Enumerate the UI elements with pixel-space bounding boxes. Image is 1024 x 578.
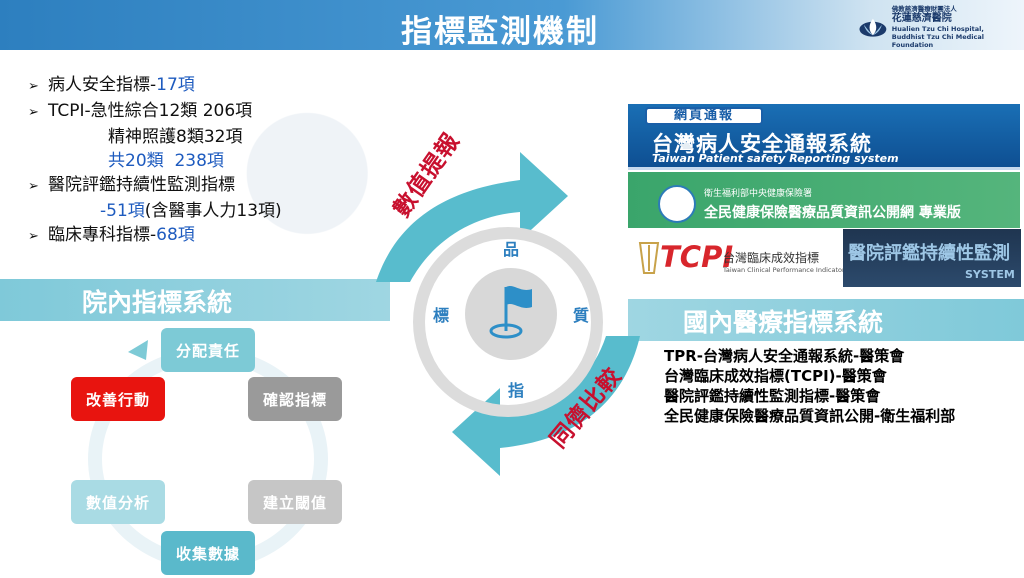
tpr-subtitle: Taiwan Patient safety Reporting system (652, 152, 899, 165)
char-quality-top: 品 (503, 240, 520, 259)
logo-line3: Hualien Tzu Chi Hospital, (891, 25, 984, 34)
hospital-logo: 佛教慈濟醫療財團法人 花蓮慈濟醫院 Hualien Tzu Chi Hospit… (858, 4, 993, 50)
upper-curved-arrow (376, 152, 568, 282)
bullet-clinical: ➢ 臨床專科指標-68項 (28, 223, 282, 249)
char-quality-bottom: 指 (508, 381, 525, 400)
cycle-arrow-mark (128, 340, 148, 360)
list-item: 全民健康保險醫療品質資訊公開-衛生福利部 (664, 407, 956, 425)
page-title: 指標監測機制 (401, 14, 599, 50)
step-threshold: 建立閾值 (248, 480, 342, 524)
indicator-bullet-list: ➢ 病人安全指標-17項 ➢ TCPI-急性綜合12類 206項 精神照護8類32項… (28, 73, 282, 249)
national-system-band (628, 299, 1024, 341)
nhi-agency: 衛生福利部中央健康保險署 (704, 189, 813, 199)
title-bar (0, 0, 1024, 50)
tcpi-banner (628, 230, 838, 290)
bullet-accreditation-value: -51項(含醫事人力13項) (28, 199, 282, 223)
bullet-label: 臨床專科指標- (48, 225, 157, 245)
logo-line2: 花蓮慈濟醫院 (891, 12, 952, 24)
arrow-bullet-icon: ➢ (28, 105, 39, 120)
logo-line4: Buddhist Tzu Chi Medical Foundation (891, 33, 984, 50)
bullet-label: 病人安全指標- (48, 75, 157, 95)
bullet-value: -51項 (100, 201, 145, 221)
bullet-label: 醫院評鑑持續性監測指標 (48, 175, 235, 195)
bullet-label: TCPI-急性綜合12類 206項 (48, 101, 253, 121)
step-confirm: 確認指標 (248, 377, 342, 421)
lotus-logo-icon (859, 18, 887, 37)
internal-system-band (0, 279, 390, 321)
flag-icon (489, 286, 532, 339)
bullet-tcpi-total: 共20類 238項 (108, 151, 224, 171)
step-improve: 改善行動 (71, 377, 165, 421)
step-assign: 分配責任 (161, 328, 255, 372)
tpr-badge: 網頁通報 (645, 107, 763, 125)
quality-core (465, 268, 557, 360)
logo-line1: 佛教慈濟醫療財團法人 (891, 4, 957, 13)
bullet-value: 17項 (156, 75, 195, 95)
tcpi-name: 台灣臨床成效指標 (723, 251, 820, 265)
nhi-title: 全民健康保險醫療品質資訊公開網 專業版 (704, 205, 961, 221)
nhi-seal-icon (658, 185, 696, 223)
bullet-tcpi: ➢ TCPI-急性綜合12類 206項 (28, 99, 282, 125)
bullet-tcpi-line2: 精神照護8類32項 (108, 127, 243, 147)
tcpi-emblem-icon (638, 242, 660, 274)
step-analyze: 數值分析 (71, 480, 165, 524)
list-item: 醫院評鑑持續性監測指標-醫策會 (664, 387, 881, 405)
step-collect: 收集數據 (161, 531, 255, 575)
char-quality-right: 質 (573, 306, 590, 325)
arrow-bullet-icon: ➢ (28, 229, 39, 244)
internal-system-title: 院內指標系統 (82, 288, 233, 317)
accreditation-title: 醫院評鑑持續性監測 (848, 243, 1010, 264)
char-quality-left: 標 (433, 306, 450, 325)
bullet-value: 68項 (156, 225, 195, 245)
tcpi-logo: TCPI (660, 240, 734, 274)
arrow-bullet-icon: ➢ (28, 79, 39, 94)
list-item: 台灣臨床成效指標(TCPI)-醫策會 (664, 367, 887, 385)
list-item: TPR-台灣病人安全通報系統-醫策會 (664, 347, 905, 365)
tpr-title: 台灣病人安全通報系統 (652, 132, 872, 156)
arrow-bullet-icon: ➢ (28, 179, 39, 194)
bullet-note: (含醫事人力13項) (144, 201, 282, 221)
national-indicator-list: TPR-台灣病人安全通報系統-醫策會 台灣臨床成效指標(TCPI)-醫策會 醫院… (664, 346, 955, 426)
national-system-title: 國內醫療指標系統 (683, 308, 884, 337)
bullet-patient-safety: ➢ 病人安全指標-17項 (28, 73, 282, 99)
accreditation-banner (843, 229, 1021, 287)
tcpi-name-en: Taiwan Clinical Performance Indicator (723, 266, 845, 274)
accreditation-subtitle: SYSTEM (965, 268, 1015, 281)
bullet-accreditation: ➢ 醫院評鑑持續性監測指標 (28, 173, 282, 199)
